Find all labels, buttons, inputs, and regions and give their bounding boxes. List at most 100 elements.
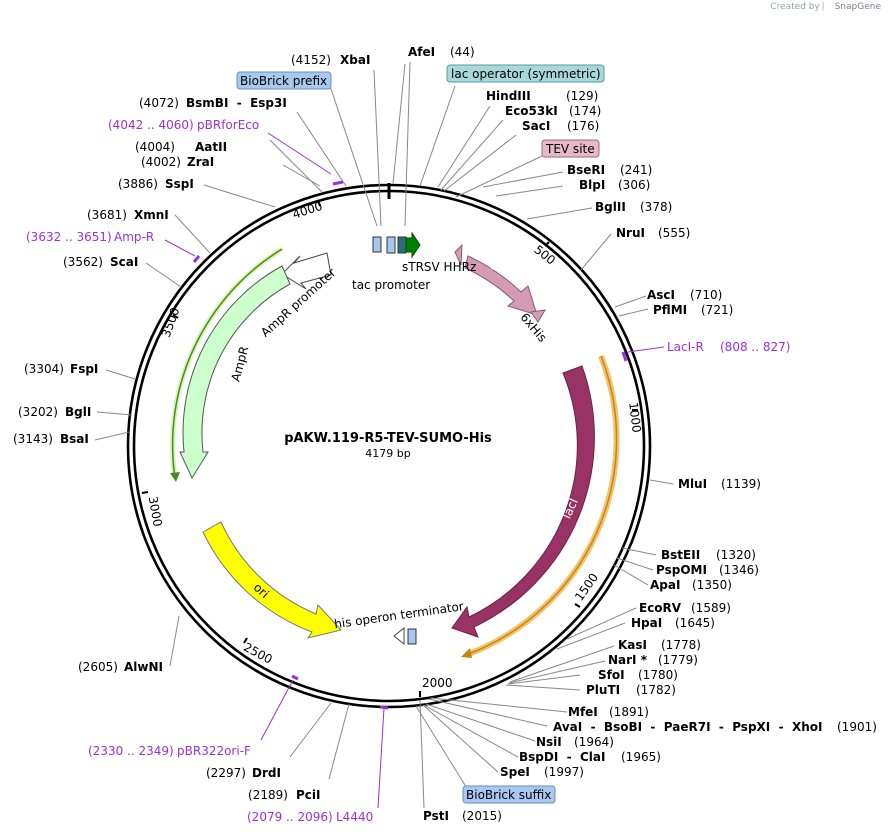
label-xbai: XbaI	[340, 53, 370, 67]
label-eco53ki: Eco53kI	[505, 104, 558, 118]
label-pbr322ori-f: pBR322ori-F	[177, 744, 251, 758]
strsv-hhrz-label: sTRSV HHRz	[402, 260, 476, 274]
label-pspomi: PspOMI	[656, 563, 707, 577]
label-biobrick-prefix: BioBrick prefix	[240, 74, 327, 88]
laci-outer-arrowhead	[461, 648, 472, 658]
label-bglii-pos: (378)	[640, 200, 672, 214]
label-nsii-pos: (1964)	[574, 735, 614, 749]
label-hpai-pos: (1645)	[675, 616, 715, 630]
tick-2500: 2500	[241, 640, 275, 667]
label-kasi: KasI	[618, 638, 647, 652]
label-bsai-pos: (3143)	[13, 432, 53, 446]
his-terminator-feature	[393, 626, 405, 646]
6xhis-label: 6xHis	[517, 310, 549, 345]
label-fspi-pos: (3304)	[24, 362, 64, 376]
primer-leader-lines	[164, 132, 665, 809]
laci-feature	[451, 365, 595, 638]
label-scai-pos: (3562)	[63, 255, 103, 269]
label-sfoi: SfoI	[598, 668, 625, 682]
label-amp-r: Amp-R	[114, 230, 154, 244]
label-alwni: AlwNI	[124, 660, 163, 674]
label-afei-pos: (44)	[450, 45, 475, 59]
label-mfei: MfeI	[568, 705, 598, 719]
label-pflmi-pos: (721)	[701, 303, 733, 317]
laci-r-mark	[621, 351, 628, 362]
label-bseri-pos: (241)	[620, 163, 652, 177]
label-bseri: BseRI	[567, 163, 605, 177]
tick-mark-3500	[172, 314, 179, 319]
biobrick-prefix-badge	[236, 71, 332, 90]
label-hpai: HpaI	[631, 616, 662, 630]
label-psti: PstI	[423, 809, 449, 823]
ampr-outer-arrowhead	[170, 472, 180, 482]
ampr-label: AmpR	[228, 345, 251, 383]
label-nari: NarI *	[608, 653, 648, 667]
credit-brand: SnapGene	[834, 2, 881, 12]
tac-promoter-label: tac promoter	[352, 278, 430, 292]
ori-feature	[202, 521, 342, 639]
label-spei-pos: (1997)	[544, 765, 584, 779]
label-alwni-pos: (2605)	[78, 660, 118, 674]
lac-operator-badge	[446, 64, 605, 83]
label-bsmbi-pos: (4072)	[139, 96, 179, 110]
label-aatii: AatII	[195, 140, 227, 154]
label-pluti: PluTI	[586, 683, 620, 697]
label-eco53ki-pos: (174)	[569, 104, 601, 118]
label-psti-pos: (2015)	[462, 809, 502, 823]
label-zrai-pos: (4002)	[141, 155, 181, 169]
lac-operator-dark	[397, 236, 407, 254]
tick-mark-2500	[243, 637, 248, 644]
snapgene-credit: Created by ⎸ SnapGene	[770, 2, 881, 12]
credit-prefix: Created by	[770, 2, 820, 12]
label-bsai: BsaI	[60, 432, 89, 446]
label-mfei-pos: (1891)	[609, 705, 649, 719]
label-bglii: BglII	[595, 200, 626, 214]
tick-mark-3000	[141, 491, 149, 494]
label-avai-group: AvaI - BsoBI - PaeR7I - PspXI - XhoI	[553, 720, 822, 734]
lac-operator-feature	[386, 236, 396, 254]
tick-1000: 1000	[626, 401, 644, 433]
tick-mark-500	[544, 241, 550, 247]
label-nrui: NruI	[616, 226, 645, 240]
l4440-mark	[379, 705, 389, 710]
amp-r-mark	[192, 255, 201, 263]
biobrick-suffix-badge	[462, 785, 556, 804]
label-amp-r-pos: (3632 .. 3651)	[26, 230, 112, 244]
label-spei: SpeI	[500, 765, 530, 779]
label-asci-pos: (710)	[690, 288, 722, 302]
ampr-outer-arc-core	[171, 248, 283, 479]
label-apai: ApaI	[650, 578, 680, 592]
tev-site-badge	[541, 139, 600, 158]
biobrick-suffix-feature	[407, 628, 417, 645]
label-pbrforeco: pBRforEco	[197, 118, 259, 132]
label-pflmi: PflMI	[653, 303, 687, 317]
label-bspdi-clai-pos: (1965)	[621, 750, 661, 764]
label-laci-r: LacI-R	[667, 340, 704, 354]
leader-lines	[94, 61, 674, 809]
label-pbrforeco-pos: (4042 .. 4060)	[108, 118, 194, 132]
label-bsmbi-esp3i: BsmBI - Esp3I	[186, 96, 287, 110]
label-nrui-pos: (555)	[658, 226, 690, 240]
label-aatii-pos: (4004)	[135, 140, 175, 154]
backbone-outer	[126, 183, 652, 709]
label-sspi-pos: (3886)	[118, 177, 158, 191]
laci-outer-arc-core	[465, 355, 618, 656]
label-xbai-pos: (4152)	[291, 53, 331, 67]
tac-promoter-feature	[372, 236, 382, 253]
label-xmni-pos: (3681)	[87, 208, 127, 222]
label-drdi-pos: (2297)	[206, 766, 246, 780]
his-terminator-label: his operon terminator	[333, 599, 464, 631]
label-bsteii: BstEII	[661, 548, 700, 562]
label-blpi-pos: (306)	[618, 178, 650, 192]
label-hindiii-pos: (129)	[566, 89, 598, 103]
label-blpi: BlpI	[579, 178, 605, 192]
label-l4440-pos: (2079 .. 2096)	[247, 810, 333, 824]
label-hindiii: HindIII	[486, 89, 531, 103]
label-mlui: MluI	[678, 477, 707, 491]
label-fspi: FspI	[70, 362, 98, 376]
label-sfoi-pos: (1780)	[638, 668, 678, 682]
label-biobrick-suffix: BioBrick suffix	[466, 788, 551, 802]
tick-3500: 3500	[159, 306, 183, 339]
label-pspomi-pos: (1346)	[719, 563, 759, 577]
